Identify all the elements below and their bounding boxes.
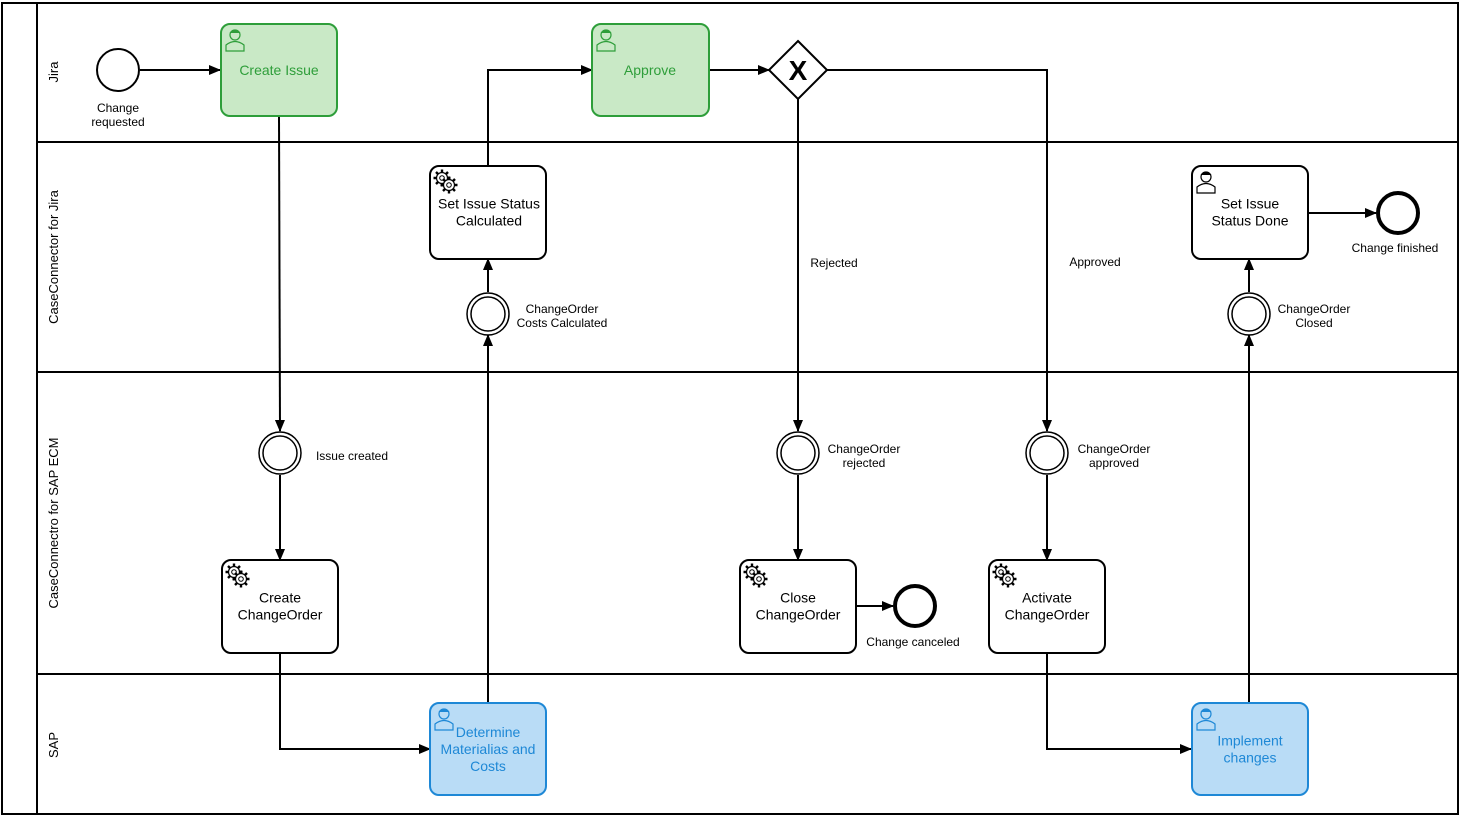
flow-gateway-approved (827, 69, 1052, 432)
label-line: Set Issue Status (438, 196, 540, 212)
label-line: Approve (624, 62, 676, 78)
flow-label-rejected: Rejected (810, 256, 857, 270)
service-icon (743, 563, 768, 588)
label-line: Create Issue (239, 62, 319, 78)
label-line: ChangeOrder (1278, 302, 1351, 316)
label-line: Costs (470, 758, 506, 774)
label-line: changes (1224, 750, 1277, 766)
task-box (220, 23, 338, 117)
label-line: Set Issue (1221, 196, 1280, 212)
flow-label-approved: Approved (1069, 255, 1120, 269)
label-line: Change (97, 101, 139, 115)
label-line: approved (1089, 456, 1139, 470)
flow-create-issue-to-issue-created (274, 116, 285, 432)
task-box (1191, 702, 1309, 796)
lane-label-caseconnector-jira: CaseConnector for Jira (46, 189, 61, 323)
label-line: ChangeOrder (828, 442, 901, 456)
user-icon (225, 29, 245, 52)
label-line: Close (780, 590, 816, 606)
lane-label-caseconnector-sap: CaseConnectro for SAP ECM (46, 438, 61, 609)
gateway-x-icon: X (789, 55, 808, 86)
lane-label-sap: SAP (46, 732, 61, 758)
task-box (221, 559, 339, 654)
label-line: ChangeOrder (756, 607, 841, 623)
event-label: Change canceled (866, 635, 959, 649)
exclusive-gateway[interactable]: X (767, 39, 829, 101)
event-label: Change finished (1352, 241, 1439, 255)
label-line: ChangeOrder (526, 302, 599, 316)
label-line: Status Done (1211, 213, 1288, 229)
lane-labels: Jira CaseConnector for Jira CaseConnectr… (46, 61, 61, 758)
task-box (988, 559, 1106, 654)
label-line: Activate (1022, 590, 1072, 606)
label-line: Issue created (316, 449, 388, 463)
sequence-flows (140, 65, 1377, 754)
user-icon (596, 29, 616, 52)
task-box (591, 23, 710, 117)
task-box (429, 165, 547, 260)
lane-label-jira: Jira (46, 61, 61, 83)
task-box (739, 559, 857, 654)
label-line: Closed (1295, 316, 1332, 330)
service-icon (433, 169, 458, 194)
end-event-change-finished[interactable]: Change finished (1352, 191, 1439, 255)
label-line: Create (259, 590, 301, 606)
service-icon (992, 563, 1017, 588)
label-line: Costs Calculated (517, 316, 608, 330)
task-box (429, 702, 547, 796)
user-icon (1196, 171, 1216, 194)
label-line: Determine (456, 724, 521, 740)
service-icon (225, 563, 250, 588)
user-icon (1196, 708, 1216, 731)
flow-create-changeorder-to-determine (279, 654, 431, 754)
task-box (1191, 165, 1309, 260)
task-create-issue[interactable]: Create Issue (220, 23, 338, 117)
event-label: Issue created (316, 449, 388, 463)
label-line: Change canceled (866, 635, 959, 649)
label-line: rejected (843, 456, 886, 470)
user-icon (434, 708, 454, 731)
flow-set-status-to-approve (487, 65, 593, 166)
label-line: Materialias and (441, 741, 536, 757)
label-line: ChangeOrder (238, 607, 323, 623)
intermediate-event-issue-created[interactable]: Issue created (258, 431, 388, 475)
label-line: ChangeOrder (1078, 442, 1151, 456)
flow-activate-to-implement (1046, 654, 1192, 754)
label-line: Implement (1217, 733, 1282, 749)
label-line: Change finished (1352, 241, 1439, 255)
label-line: requested (91, 115, 144, 129)
label-line: ChangeOrder (1005, 607, 1090, 623)
task-label: Create Issue (239, 62, 319, 78)
task-approve[interactable]: Approve (591, 23, 710, 117)
label-line: Calculated (456, 213, 522, 229)
task-label: Approve (624, 62, 676, 78)
end-event-change-canceled[interactable]: Change canceled (866, 584, 960, 649)
